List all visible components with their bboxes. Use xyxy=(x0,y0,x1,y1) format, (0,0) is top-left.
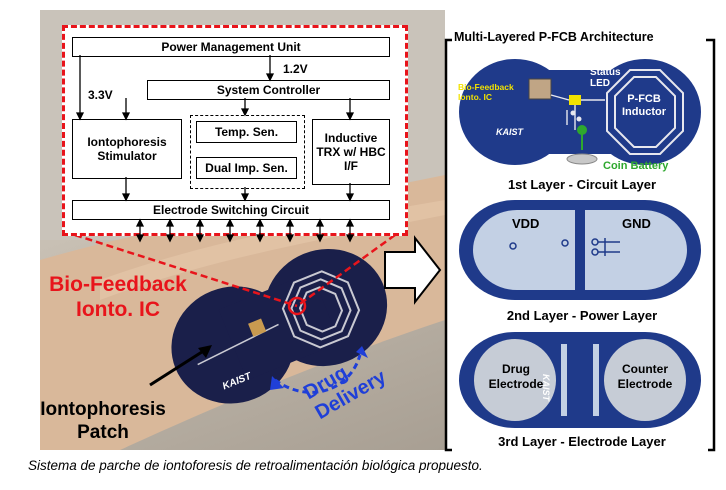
coin-battery-label: Coin Battery xyxy=(603,160,669,172)
dual-imp-sensor: Dual Imp. Sen. xyxy=(196,157,297,179)
layer2-power-layer xyxy=(459,200,701,300)
power-management-label: Power Management Unit xyxy=(161,40,301,54)
gnd-label: GND xyxy=(622,216,651,231)
system-controller-label: System Controller xyxy=(216,83,321,97)
bio-feedback-ic-label: Bio-Feedback Ionto. IC xyxy=(49,273,187,321)
voltage-1v2-label: 1.2V xyxy=(283,62,308,76)
system-controller: System Controller xyxy=(147,80,390,100)
pfcb-inductor-label: P-FCB Inductor xyxy=(622,93,666,118)
status-led-label: Status LED xyxy=(590,67,621,89)
voltage-3v3-label: 3.3V xyxy=(88,88,113,102)
layer1-circuit-layer xyxy=(459,59,701,165)
figure-caption: Sistema de parche de iontoforesis de ret… xyxy=(28,458,483,473)
stimulator-label: Iontophoresis Stimulator xyxy=(87,135,167,163)
layer2-title: 2nd Layer - Power Layer xyxy=(506,308,658,323)
drug-electrode-label: Drug Electrode xyxy=(488,362,544,391)
counter-electrode-label: Counter Electrode xyxy=(617,362,673,391)
layer1-title: 1st Layer - Circuit Layer xyxy=(507,177,657,192)
patch-illustration: KAIST xyxy=(40,175,445,450)
architecture-title: Multi-Layered P-FCB Architecture xyxy=(454,30,654,44)
dual-imp-sensor-label: Dual Imp. Sen. xyxy=(205,161,288,175)
sensor-group xyxy=(190,115,305,189)
iontophoresis-patch-label: Iontophoresis Patch xyxy=(40,399,166,443)
layer1-ic-label: Bio-Feedback Ionto. IC xyxy=(458,82,514,102)
electrode-switching-circuit: Electrode Switching Circuit xyxy=(72,200,390,220)
vdd-label: VDD xyxy=(512,216,540,231)
layer3-logo: KAIST xyxy=(541,374,551,401)
inductive-trx: Inductive TRX w/ HBC I/F xyxy=(312,119,390,185)
inductive-trx-label: Inductive TRX w/ HBC I/F xyxy=(316,131,386,173)
power-management-unit: Power Management Unit xyxy=(72,37,390,57)
ic-highlight-circle xyxy=(287,296,307,316)
layer1-logo: KAIST xyxy=(496,127,523,137)
temp-sensor: Temp. Sen. xyxy=(196,121,297,143)
electrode-switching-label: Electrode Switching Circuit xyxy=(152,203,310,217)
iontophoresis-stimulator: Iontophoresis Stimulator xyxy=(72,119,182,179)
layer3-electrode-layer xyxy=(459,332,701,428)
layer3-title: 3rd Layer - Electrode Layer xyxy=(498,434,666,449)
temp-sensor-label: Temp. Sen. xyxy=(214,125,279,139)
